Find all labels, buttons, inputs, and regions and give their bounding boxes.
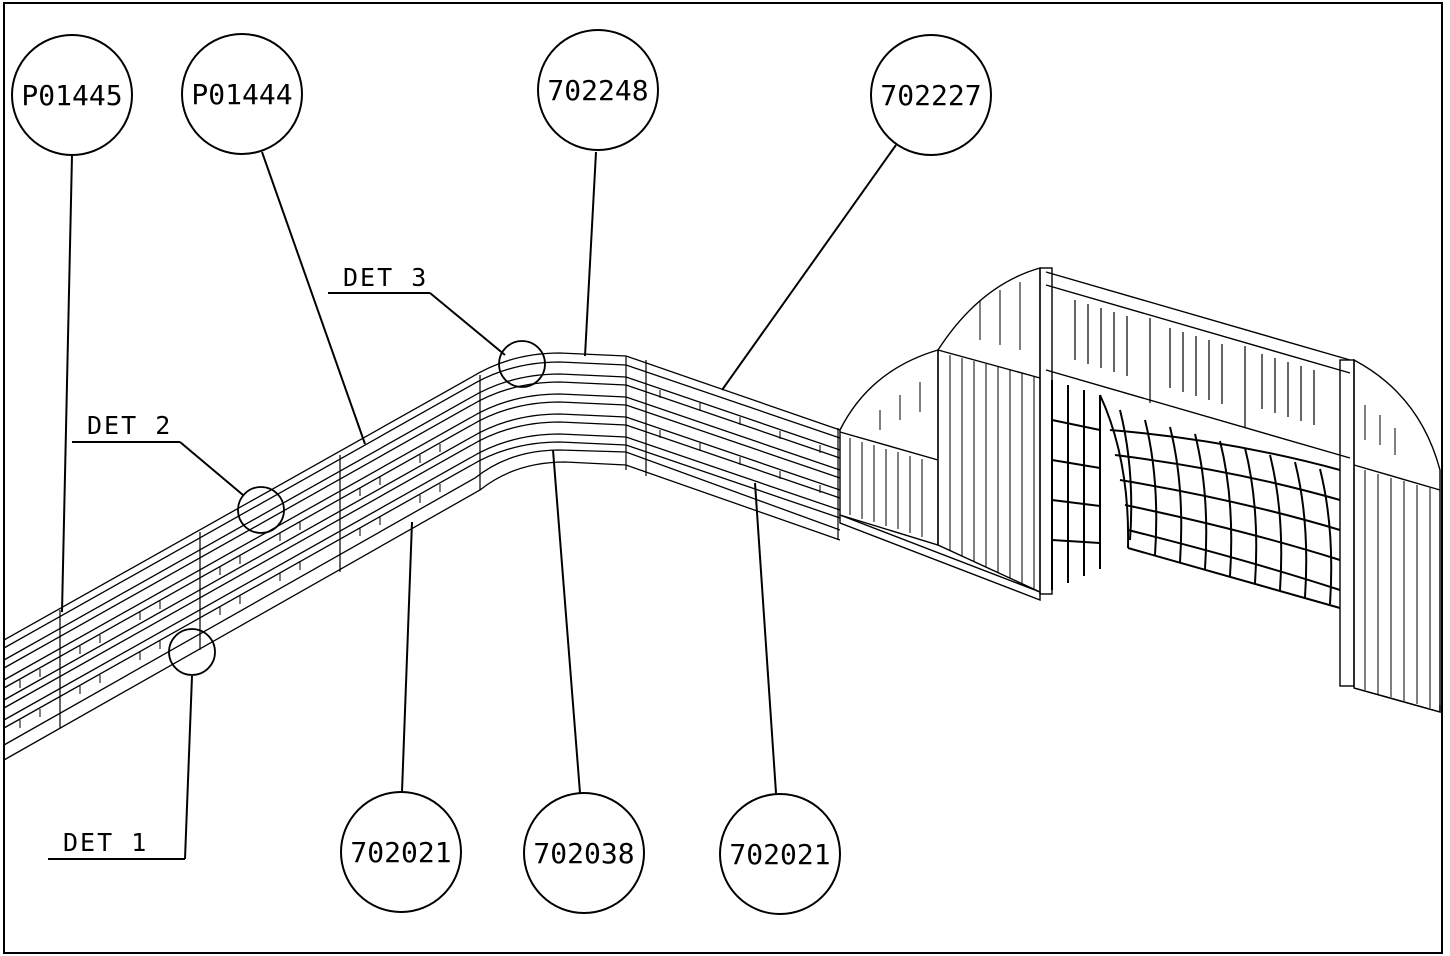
balloon-label: P01445 — [21, 79, 122, 112]
upper-panel-slots — [1074, 300, 1315, 428]
detail-label-3: DET 3 — [343, 263, 428, 292]
drawing-border — [3, 2, 1443, 954]
balloon-p01444[interactable]: P01444 — [181, 33, 303, 155]
balloon-702248[interactable]: 702248 — [537, 29, 659, 151]
balloon-label: 702248 — [547, 74, 648, 107]
rail-slots — [19, 390, 821, 728]
balloon-702021-left[interactable]: 702021 — [340, 791, 462, 913]
detail-circle-2[interactable] — [237, 486, 285, 534]
balloon-label: 702038 — [533, 837, 634, 870]
detail-label-1: DET 1 — [63, 828, 148, 857]
balloon-label: P01444 — [191, 78, 292, 111]
balloon-label: 702021 — [729, 838, 830, 871]
leader-lines — [48, 144, 897, 860]
balloon-702038[interactable]: 702038 — [523, 792, 645, 914]
arch-grid — [1051, 380, 1341, 609]
detail-circle-1[interactable] — [168, 628, 216, 676]
balloon-702227[interactable]: 702227 — [870, 34, 992, 156]
wall-slats — [849, 282, 1431, 708]
detail-circle-3[interactable] — [498, 340, 546, 388]
balloon-label: 702021 — [350, 836, 451, 869]
balloon-p01445[interactable]: P01445 — [11, 34, 133, 156]
balloon-702021-right[interactable]: 702021 — [719, 793, 841, 915]
detail-label-2: DET 2 — [87, 411, 172, 440]
wall-structure — [839, 267, 1441, 713]
balloon-label: 702227 — [880, 79, 981, 112]
barrier-rails — [3, 352, 841, 761]
rail-joints — [59, 356, 839, 728]
